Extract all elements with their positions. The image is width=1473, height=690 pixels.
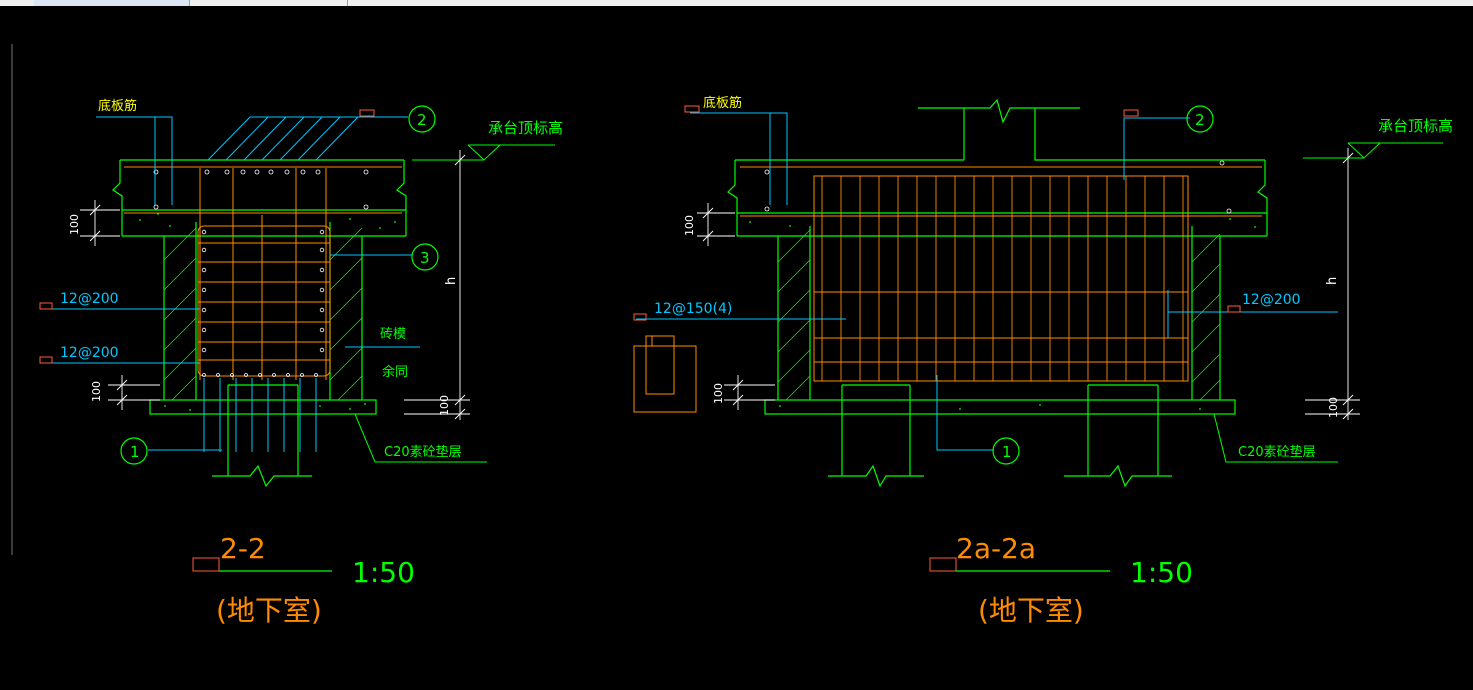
bar-spacing-a: 12@200 (60, 291, 119, 307)
section-scale-right: 1:50 (1130, 556, 1193, 589)
stirrup-spec: 12@150(4) (654, 301, 732, 317)
dim-thickness-far-right: 100 (1327, 397, 1340, 418)
active-tab[interactable] (34, 0, 190, 6)
bar-spacing-b: 12@200 (60, 345, 119, 361)
dim-thickness-bedding: 100 (90, 381, 103, 402)
bedding-layer: C20素砼垫层 (384, 444, 462, 460)
section-2-2: 底板筋 承台顶标高 2 3 1 12@200 12@200 砖模 余同 C20素… (39, 98, 563, 627)
dim-thickness-right: 100 (438, 395, 451, 416)
dim-thickness-slab: 100 (68, 214, 81, 235)
drawing-svg[interactable]: 底板筋 承台顶标高 2 3 1 12@200 12@200 砖模 余同 C20素… (0, 6, 1473, 686)
section-subtitle: (地下室) (216, 594, 322, 627)
marker-2-label-right: 2 (1195, 111, 1205, 129)
marker-1-label-right: 1 (1002, 443, 1012, 461)
dim-height: h (444, 277, 459, 285)
tab[interactable] (190, 0, 348, 6)
marker-3-label: 3 (420, 249, 430, 267)
bedding-layer-right: C20素砼垫层 (1238, 444, 1316, 460)
callout-bottom-bars: 底板筋 (98, 98, 137, 114)
wall-material: 砖模 (380, 327, 406, 342)
marker-1-label: 1 (130, 443, 140, 461)
cad-canvas[interactable]: 底板筋 承台顶标高 2 3 1 12@200 12@200 砖模 余同 C20素… (0, 6, 1473, 686)
dim-thickness-bedding-right: 100 (712, 383, 725, 404)
dim-thickness-slab-right: 100 (683, 215, 696, 236)
callout-top-level: 承台顶标高 (488, 119, 563, 137)
section-scale: 1:50 (352, 556, 415, 589)
wall-material-2: 余同 (382, 364, 408, 380)
marker-2-label: 2 (417, 111, 427, 129)
callout-bottom-bars-right: 底板筋 (703, 95, 742, 111)
section-subtitle-right: (地下室) (978, 594, 1084, 627)
bar-spacing-right: 12@200 (1242, 292, 1301, 308)
title-bar (0, 0, 1473, 6)
section-2a-2a: 底板筋 承台顶标高 2 1 12@150(4) 12@200 C20素砼垫层 1… (633, 95, 1453, 627)
dim-height-right: h (1325, 277, 1340, 285)
callout-top-level-right: 承台顶标高 (1378, 117, 1453, 135)
section-title: 2-2 (220, 532, 266, 565)
section-title-right: 2a-2a (956, 532, 1036, 565)
